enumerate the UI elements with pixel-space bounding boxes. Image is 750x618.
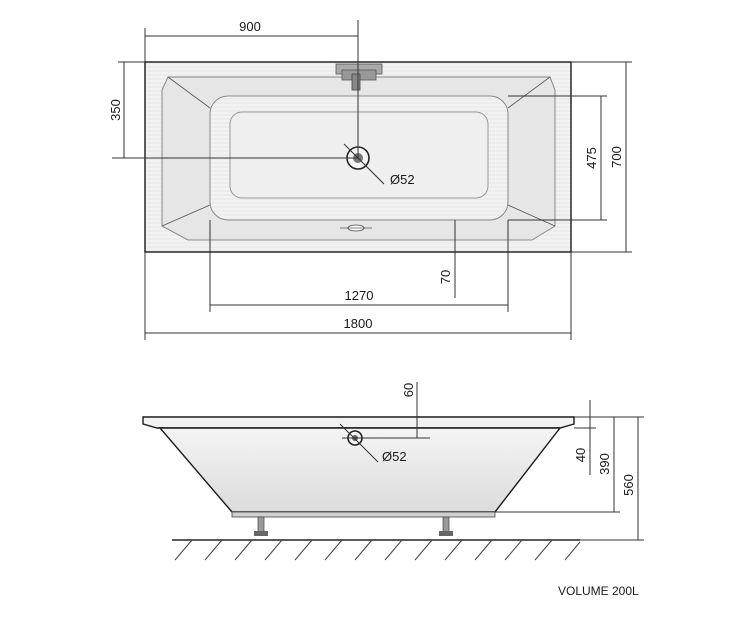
left-leg-icon [254,516,268,536]
dim-outer-depth-700: 700 [609,146,624,168]
volume-label: VOLUME 200L [558,584,639,598]
dim-inner-length-1270: 1270 [345,288,374,303]
dim-inner-depth-475: 475 [584,147,599,169]
dim-rim-40: 40 [573,448,588,462]
dim-offset-70: 70 [438,270,453,284]
dim-drain-52-top: Ø52 [390,172,415,187]
tap-fitting-icon [335,63,383,91]
dim-height-560: 560 [621,474,636,496]
side-rim [142,416,575,429]
dim-depth-350: 350 [108,99,123,121]
right-leg-icon [439,516,453,536]
dim-top-offset-60: 60 [401,383,416,397]
floor-hatch [174,539,581,561]
side-view: Ø52 60 40 390 560 VOLUME 200L [142,382,644,598]
dim-drain-52-side: Ø52 [382,449,407,464]
top-view: 900 350 475 700 Ø52 70 1270 1800 [108,19,632,340]
dim-width-900: 900 [239,19,261,34]
dim-total-length-1800: 1800 [344,316,373,331]
side-base [231,511,496,518]
dim-depth-390: 390 [597,453,612,475]
